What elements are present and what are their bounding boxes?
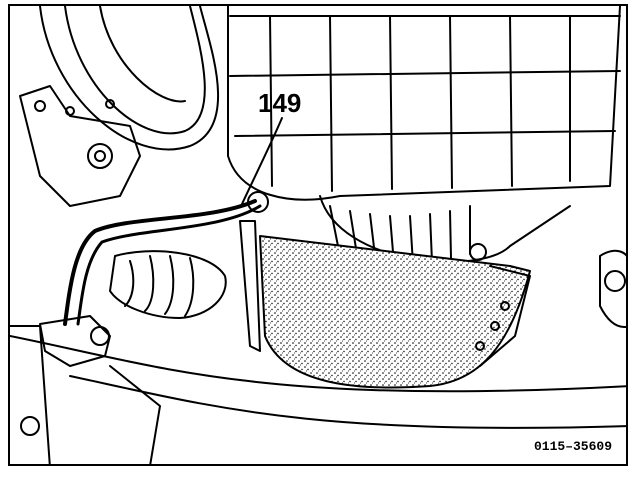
part-number: 0115–35609 bbox=[533, 439, 612, 454]
callout-label: 149 bbox=[258, 88, 302, 118]
technical-illustration: 149 0115–35609 bbox=[8, 4, 628, 466]
engine-line-drawing bbox=[10, 6, 626, 464]
